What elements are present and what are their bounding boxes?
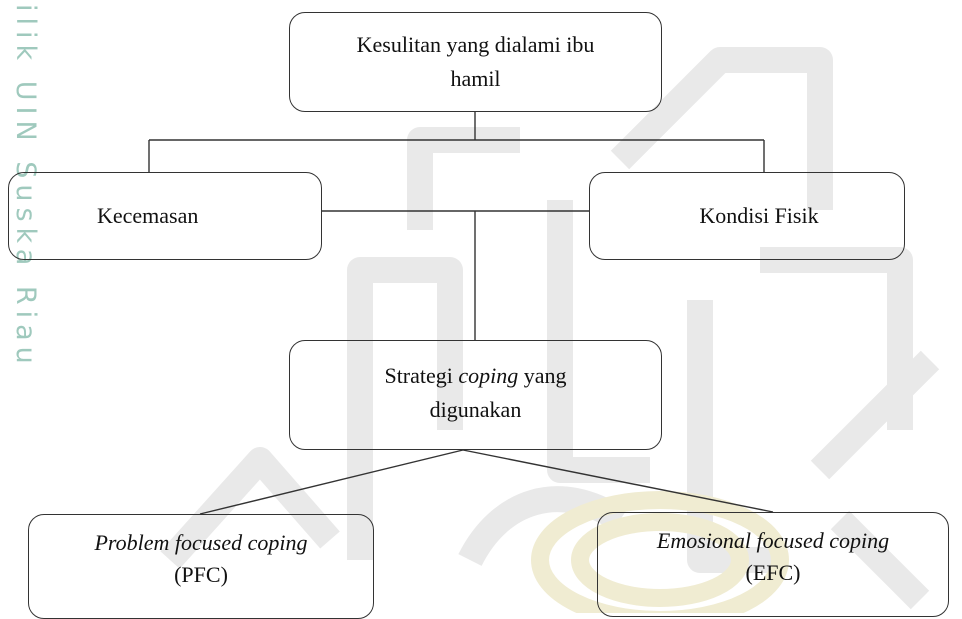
root-line-1: Kesulitan yang dialami ibu — [356, 32, 595, 57]
coping-strategy-line-2: digunakan — [429, 397, 522, 422]
physical-condition-node: Kondisi Fisik — [589, 172, 905, 260]
pfc-line-2: (PFC) — [174, 562, 228, 587]
coping-strategy-node: Strategi coping yang digunakan — [289, 340, 662, 450]
physical-condition-label: Kondisi Fisik — [699, 203, 819, 228]
coping-strategy-line-1: Strategi coping yang — [384, 363, 567, 388]
efc-line-1: Emosional focused coping — [656, 528, 890, 553]
anxiety-label: Kecemasan — [97, 203, 199, 228]
problem-focused-coping-node: Problem focused coping (PFC) — [28, 514, 374, 619]
connector-to-pfc — [199, 449, 464, 515]
efc-line-2: (EFC) — [745, 560, 801, 585]
root-node: Kesulitan yang dialami ibu hamil — [289, 12, 662, 112]
anxiety-node: Kecemasan — [8, 172, 322, 260]
connector-to-efc — [462, 449, 774, 513]
pfc-line-1: Problem focused coping — [94, 530, 308, 555]
root-line-2: hamil — [450, 66, 501, 91]
emotional-focused-coping-node: Emosional focused coping (EFC) — [597, 512, 949, 617]
